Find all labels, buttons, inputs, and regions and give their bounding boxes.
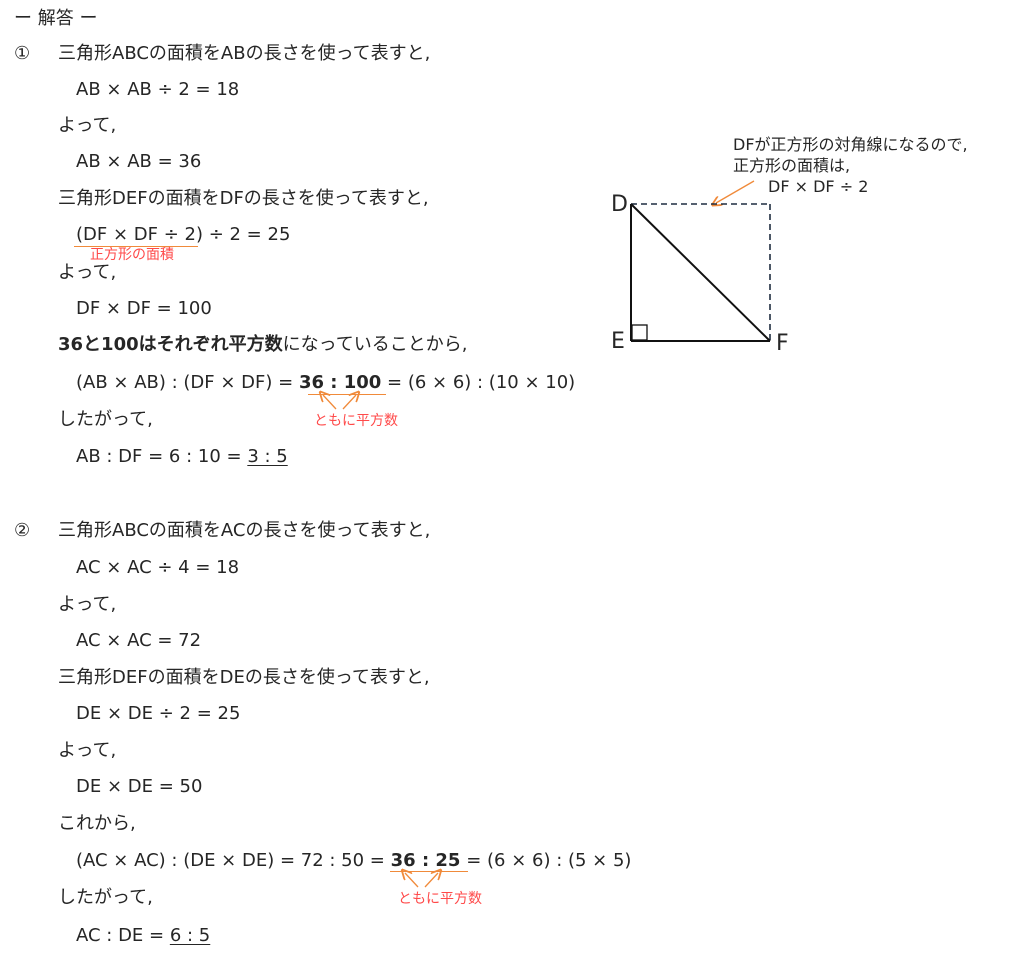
arrow-part2-right: [424, 873, 438, 888]
right-angle-mark: [631, 324, 648, 341]
part2-eq5-c: = (6 × 6) : (5 × 5): [460, 850, 632, 871]
part1-eq3-note: 正方形の面積: [90, 247, 174, 263]
part1-eq1: AB × AB ÷ 2 = 18: [76, 79, 240, 100]
vertex-e-label: E: [611, 329, 625, 354]
part1-therefore: したがって,: [58, 409, 153, 430]
eq5-underline-1: [308, 394, 386, 395]
part2-eq1: AC × AC ÷ 4 = 18: [76, 557, 240, 578]
part2-eq5: (AC × AC) : (DE × DE) = 72 : 50 = 36 : 2…: [76, 850, 631, 872]
part2-marker: ②: [14, 520, 31, 541]
eq3-underline: [74, 246, 198, 247]
eq5-underline-2: [390, 871, 468, 872]
part2-ans-b: 6 : 5: [169, 925, 211, 946]
part2-intro: 三角形ABCの面積をACの長さを使って表すと,: [58, 520, 431, 541]
callout-line3: DF × DF ÷ 2: [768, 177, 869, 196]
part1-eq2: AB × AB = 36: [76, 151, 202, 172]
part2-therefore: したがって,: [58, 887, 153, 908]
part1-ans-b: 3 : 5: [247, 446, 288, 467]
part2-from: これから,: [58, 813, 136, 834]
part2-eq5-note: ともに平方数: [398, 891, 482, 907]
callout-line1: DFが正方形の対角線になるので,: [733, 135, 968, 154]
part1-answer: AB : DF = 6 : 10 = 3 : 5: [76, 446, 288, 468]
part1-eq4: DF × DF = 100: [76, 298, 212, 319]
part1-eq3-paren: (DF × DF ÷ 2): [76, 224, 203, 245]
part1-eq3-rest: ÷ 2 = 25: [202, 224, 291, 245]
part1-obs-bold: 36と100はそれぞれ平方数: [58, 334, 283, 355]
part1-eq5-a: (AB × AB) : (DF × DF) =: [76, 372, 299, 393]
arrow-part2-left: [405, 873, 419, 888]
part2-eq3: DE × DE ÷ 2 = 25: [76, 703, 241, 724]
part2-intro2: 三角形DEFの面積をDEの長さを使って表すと,: [58, 667, 430, 688]
side-df: [630, 203, 771, 342]
part2-eq5-b: 36 : 25: [390, 850, 461, 871]
solution-header: ー 解答 ー: [14, 8, 98, 29]
part2-so1: よって,: [58, 594, 117, 615]
callout-line2: 正方形の面積は,: [733, 156, 851, 175]
part1-eq5-c: = (6 × 6) : (10 × 10): [381, 372, 576, 393]
part1-intro: 三角形ABCの面積をABの長さを使って表すと,: [58, 43, 431, 64]
part2-so2: よって,: [58, 740, 117, 761]
part2-eq2: AC × AC = 72: [76, 630, 202, 651]
vertex-d-label: D: [611, 192, 628, 217]
triangle-figure: [630, 203, 771, 342]
part1-obs-rest: になっていることから,: [282, 334, 468, 355]
part1-observation: 36と100はそれぞれ平方数になっていることから,: [58, 334, 467, 356]
part1-ans-a: AB : DF = 6 : 10 =: [76, 446, 248, 467]
vertex-f-label: F: [776, 331, 789, 356]
part1-eq3: (DF × DF ÷ 2) ÷ 2 = 25: [76, 224, 290, 246]
arrow-part1-right: [342, 395, 356, 410]
part2-eq4: DE × DE = 50: [76, 776, 203, 797]
part2-answer: AC : DE = 6 : 5: [76, 925, 210, 947]
part1-eq5: (AB × AB) : (DF × DF) = 36 : 100 = (6 × …: [76, 372, 575, 394]
part1-marker: ①: [14, 43, 31, 64]
arrow-callout: [716, 180, 755, 203]
part2-eq5-a: (AC × AC) : (DE × DE) = 72 : 50 =: [76, 850, 391, 871]
part1-so1: よって,: [58, 115, 117, 136]
arrow-part1-left: [323, 395, 337, 410]
part1-intro2: 三角形DEFの面積をDFの長さを使って表すと,: [58, 188, 429, 209]
part2-ans-a: AC : DE =: [76, 925, 170, 946]
part1-eq5-b: 36 : 100: [298, 372, 382, 393]
part1-eq5-note: ともに平方数: [314, 413, 398, 429]
part1-so2: よって,: [58, 262, 117, 283]
